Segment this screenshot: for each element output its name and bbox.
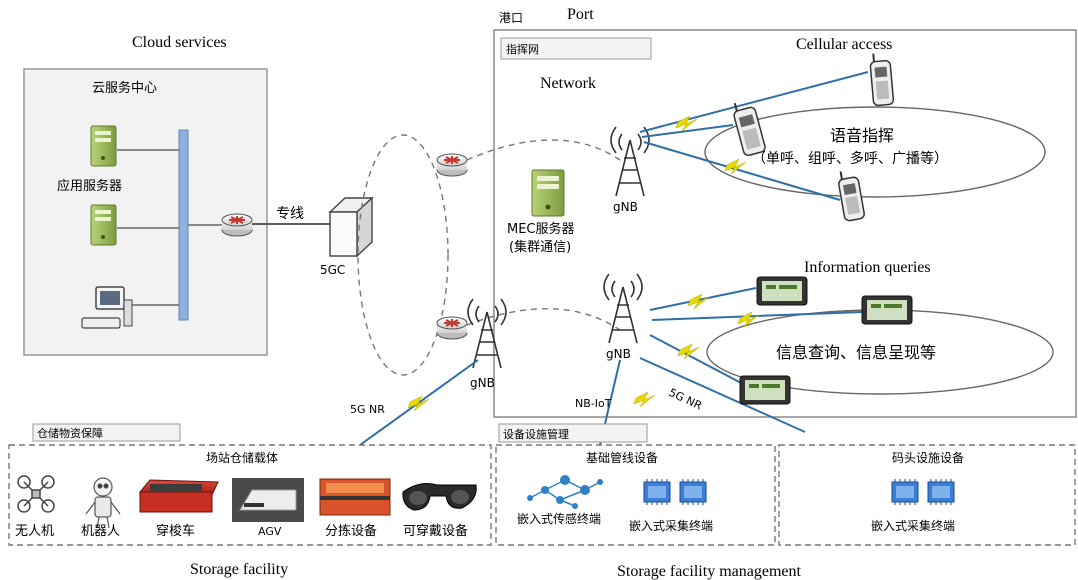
station-storage-title: 场站仓储载体	[206, 450, 278, 465]
port-label-cn: 港口	[499, 11, 523, 25]
server-bus	[178, 129, 189, 321]
server-icon	[531, 169, 565, 217]
information-queries-label: Information queries	[804, 259, 931, 276]
nb-iot-label: NB-IoT	[575, 397, 612, 410]
sorting-label: 分拣设备	[325, 523, 377, 539]
network-label: Network	[540, 75, 596, 92]
command-network-label: 指挥网	[506, 42, 539, 56]
core-5gc-label: 5GC	[320, 263, 345, 277]
shuttle-car-icon	[138, 479, 219, 513]
storage-guarantee-tag	[32, 423, 181, 442]
gnb-middle-label: gNB	[606, 347, 631, 361]
port-label-en: Port	[567, 6, 594, 23]
chip-icon	[643, 479, 671, 505]
app-server-label: 应用服务器	[57, 178, 122, 194]
voice-command-ellipse	[704, 106, 1046, 198]
handheld-radio-icon	[838, 171, 865, 222]
tablet-terminal-icon	[861, 295, 913, 325]
voice-command-detail: （单呼、组呼、多呼、广播等）	[752, 150, 948, 167]
router-icon	[436, 153, 468, 177]
router-icon	[221, 213, 253, 237]
dedicated-line-label: 专线	[276, 206, 304, 222]
agv-icon	[232, 478, 304, 522]
router-icon	[436, 316, 468, 340]
storage-guarantee-label: 仓储物资保障	[37, 426, 103, 440]
chip-icon	[891, 479, 919, 505]
cellular-access-label: Cellular access	[796, 36, 892, 53]
embedded-collect-label: 嵌入式采集终端	[629, 518, 713, 533]
server-icon	[90, 204, 117, 246]
facility-mgmt-tag	[498, 423, 648, 443]
wearable-label: 可穿戴设备	[403, 523, 468, 539]
mec-server-label: MEC服务器	[507, 221, 575, 237]
lightning-icon	[677, 293, 760, 360]
info-query-label: 信息查询、信息呈现等	[776, 343, 936, 362]
command-network-tag	[500, 37, 652, 60]
gnb-upper-label: gNB	[613, 200, 638, 214]
cell-tower-icon	[467, 298, 507, 369]
dashed-link-upper	[466, 139, 621, 161]
shuttle-label: 穿梭车	[156, 523, 195, 539]
computer-icon	[81, 286, 133, 329]
voice-command-label: 语音指挥	[830, 126, 894, 145]
storage-facility-mgmt-caption: Storage facility management	[617, 563, 801, 580]
chip-icon	[927, 479, 955, 505]
cell-tower-icon	[610, 126, 650, 197]
lightning-icon	[675, 115, 747, 175]
tablet-terminal-icon	[756, 276, 808, 306]
dock-box	[778, 444, 1076, 546]
dock-title: 码头设施设备	[892, 451, 964, 465]
radio-links-middle	[639, 287, 863, 433]
chip-icon	[679, 479, 707, 505]
facility-mgmt-label: 设备设施管理	[503, 427, 569, 441]
agv-label: AGV	[258, 525, 282, 538]
handheld-radio-icon	[869, 53, 895, 107]
tablet-terminal-icon	[739, 375, 791, 405]
wearable-glasses-icon	[402, 483, 477, 511]
station-storage-box	[8, 444, 492, 546]
cloud-center-box	[23, 68, 268, 356]
core-network-icon	[328, 196, 374, 258]
embedded-sensor-label: 嵌入式传感终端	[517, 511, 601, 526]
cloud-center-title: 云服务中心	[92, 80, 157, 96]
storage-facility-caption: Storage facility	[190, 561, 288, 578]
drone-label: 无人机	[15, 524, 54, 539]
gnb-lower-label: gNB	[470, 376, 495, 390]
drone-icon	[17, 475, 55, 513]
embedded-collect2-label: 嵌入式采集终端	[871, 518, 955, 533]
cluster-comm-label: (集群通信)	[509, 239, 571, 255]
nr-5g-left-label: 5G NR	[350, 403, 385, 416]
pipeline-title: 基础管线设备	[586, 450, 658, 465]
handheld-radio-icon	[733, 102, 766, 157]
lightning-icon	[407, 391, 656, 412]
sorting-equipment-icon	[319, 478, 391, 516]
sensor-network-icon	[527, 475, 603, 509]
server-icon	[90, 125, 117, 167]
robot-label: 机器人	[81, 524, 120, 539]
robot-icon	[85, 477, 121, 529]
core-ring	[357, 134, 449, 376]
cloud-services-label: Cloud services	[132, 34, 227, 51]
cell-tower-icon	[603, 273, 643, 344]
